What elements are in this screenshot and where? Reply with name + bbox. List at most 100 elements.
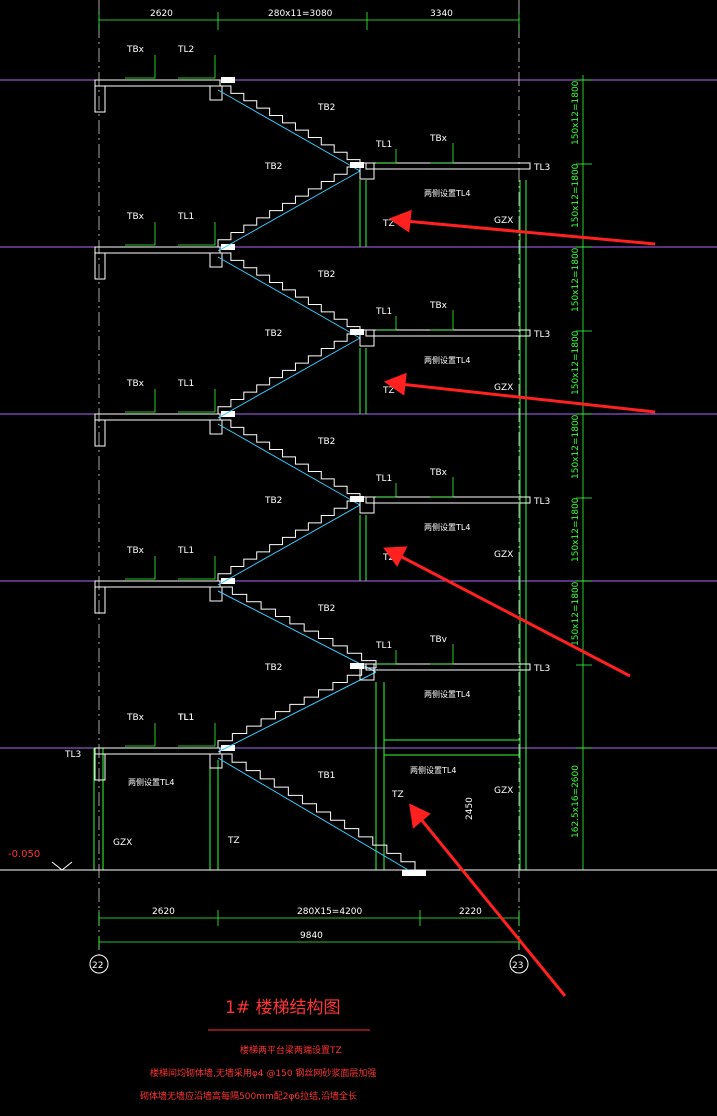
tl-left-label-3: TL1: [177, 546, 194, 556]
tb-lower-label-1: TB2: [317, 270, 335, 280]
note-3: 砌体墙无墙应沿墙高每隔500mm配2φ6拉结,沿墙全长: [140, 1090, 357, 1102]
down-flight-2: [217, 419, 361, 506]
note-1: 楼梯两平台梁两端设置TZ: [240, 1044, 342, 1056]
gzx-label-left: GZX: [113, 838, 132, 848]
ground-line: [0, 861, 717, 871]
stair-flights: [94, 77, 531, 876]
left-landing-3: [94, 580, 221, 588]
axis-bubble-22: 22: [89, 954, 109, 974]
right-dim-6: 150x12=1800: [571, 497, 581, 562]
tb-right-label-3: TBv: [429, 635, 448, 645]
walls: [93, 180, 527, 870]
top-dim-2: 280x11=3080: [268, 9, 333, 19]
left-landing-0: [94, 79, 221, 87]
mid-beam-3: [359, 663, 375, 681]
mid-landing-1: [365, 329, 531, 337]
tz-label-bottom: TZ: [391, 790, 404, 800]
tbx-label-2: TBx: [126, 379, 145, 389]
mid-beam-0: [359, 162, 375, 180]
bottom-dim-3: 2220: [459, 907, 482, 917]
tl1-label-1: TL1: [375, 307, 392, 317]
left-landing-4: [94, 747, 221, 755]
left-beam-2: [94, 419, 106, 447]
tl-left-label-1: TL1: [177, 212, 194, 222]
up-flight-0: [217, 166, 361, 252]
right-dim-3: 150x12=1800: [571, 247, 581, 312]
mid-step-marker-2: [350, 496, 364, 502]
tl1-left-label-4: TL1: [177, 713, 194, 723]
bottom-dimension: [98, 910, 520, 948]
right-dim-2: 150x12=1800: [571, 163, 581, 228]
down-flight-4: [217, 753, 416, 875]
tl-left-label-4: TL1: [177, 713, 194, 723]
gzx-label-0: GZX: [494, 216, 513, 226]
right-dim-4: 150x12=1800: [571, 330, 581, 395]
elevation-label: -0.050: [8, 849, 40, 860]
tl3-label-2: TL3: [533, 497, 550, 507]
dim-2450: 2450: [465, 797, 475, 820]
tb-flight-label-3: TB2: [264, 496, 282, 506]
tz-label-left: TZ: [227, 836, 240, 846]
tz-label-0: TZ: [382, 219, 395, 229]
bottom-dim-2: 280X15=4200: [297, 907, 363, 917]
tz-label-2: TZ: [382, 553, 395, 563]
left-landing-1: [94, 246, 221, 254]
step-marker-2: [221, 411, 235, 417]
tl-beam-4: [209, 753, 223, 769]
tb-right-label-0: TBx: [429, 134, 448, 144]
top-dimension: [98, 12, 520, 30]
left-beam-3: [94, 586, 106, 614]
total-dim: 9840: [300, 931, 323, 941]
step-marker-4: [221, 745, 235, 751]
tbx-label-0: TBx: [126, 45, 145, 55]
note-label-3: 两侧设置TL4: [424, 689, 470, 699]
gzx-label-2: GZX: [494, 550, 513, 560]
tl3-left-label-4: TL3: [64, 750, 81, 760]
step-marker-3: [221, 578, 235, 584]
mid-step-marker-1: [350, 329, 364, 335]
tl1-label-2: TL1: [375, 474, 392, 484]
tb-lower-label-2: TB2: [317, 437, 335, 447]
mid-landing-3: [365, 663, 531, 671]
mid-beam-2: [359, 496, 375, 514]
note-left-label-4: 两侧设置TL4: [128, 777, 174, 787]
axis-bubble-23: 23: [509, 954, 529, 974]
right-dim-7: 150x12=1800: [571, 581, 581, 646]
top-dim-1: 2620: [150, 9, 173, 19]
tb-lower-label-3: TB2: [317, 604, 335, 614]
tl-left-label-2: TL1: [177, 379, 194, 389]
tb-flight-label-2: TB2: [264, 329, 282, 339]
red-arrows: [383, 209, 656, 997]
mid-landing-2: [365, 496, 531, 504]
tbx-label-1: TBx: [126, 212, 145, 222]
mid-beam-1: [359, 329, 375, 347]
note-label-0: 两侧设置TL4: [424, 188, 470, 198]
tl3-label-3: TL3: [533, 664, 550, 674]
tl1-label-3: TL1: [375, 641, 392, 651]
right-dim-8: 162.5x16=2600: [571, 765, 581, 838]
tl-beam-0: [209, 85, 223, 101]
note-label-1: 两侧设置TL4: [424, 355, 470, 365]
note-label-2: 两侧设置TL4: [424, 522, 470, 532]
tl-beam-1: [209, 252, 223, 268]
mid-step-marker-0: [350, 162, 364, 168]
axis-label-23: 23: [512, 961, 523, 971]
down-flight-3: [217, 586, 377, 673]
note-label-4: 两侧设置TL4: [410, 765, 456, 775]
drawing-title: 1# 楼梯结构图: [225, 998, 340, 1018]
left-beam-0: [94, 85, 106, 113]
axis-label-22: 22: [92, 961, 103, 971]
right-dim-labels: 150x12=1800 150x12=1800 150x12=1800 150x…: [571, 80, 581, 838]
tb-lower-label-4: TB1: [317, 771, 335, 781]
left-beam-1: [94, 252, 106, 280]
tl3-label-0: TL3: [533, 163, 550, 173]
mid-landing-0: [365, 162, 531, 170]
up-flight-2: [217, 500, 361, 586]
tb-right-label-1: TBx: [429, 301, 448, 311]
up-flight-3: [217, 667, 377, 753]
tl-beam-2: [209, 419, 223, 435]
top-dim-3: 3340: [430, 9, 453, 19]
mid-step-marker-3: [350, 663, 364, 669]
